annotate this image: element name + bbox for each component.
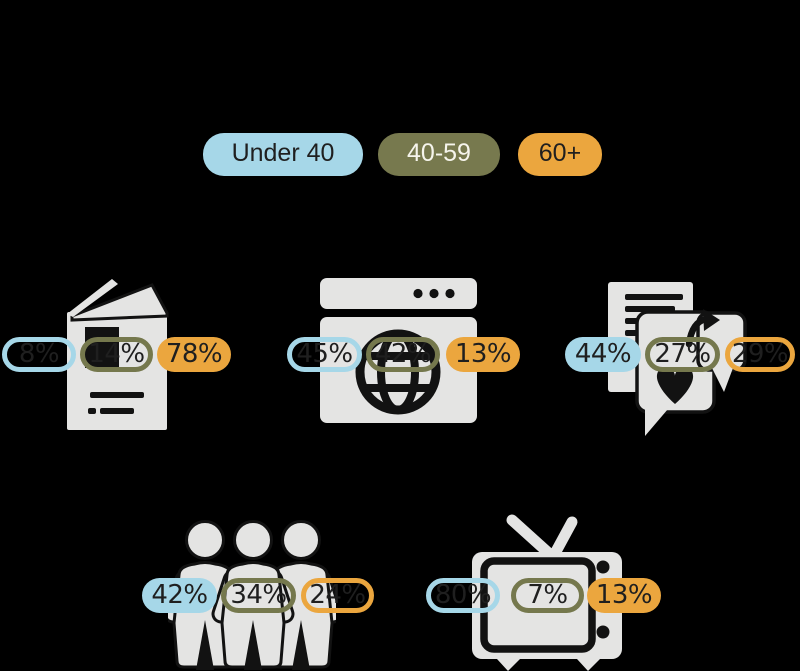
pill-tv-40-59: 7% bbox=[511, 578, 584, 613]
pill-value: 29% bbox=[731, 339, 789, 369]
pill-value: 44% bbox=[574, 339, 632, 369]
pill-print-40-59: 14% bbox=[80, 337, 153, 372]
pill-value: 27% bbox=[654, 339, 711, 369]
pill-people-under-40: 42% bbox=[142, 578, 217, 613]
pill-value: 13% bbox=[595, 580, 653, 610]
pill-website-40-59: 42% bbox=[366, 337, 440, 372]
pill-value: 78% bbox=[165, 339, 223, 369]
pill-people-60-plus: 24% bbox=[301, 578, 374, 613]
pill-social-under-40: 44% bbox=[565, 337, 641, 372]
legend-label-under-40: Under 40 bbox=[231, 139, 335, 167]
legend-pill-40-59: 40-59 bbox=[378, 133, 500, 176]
pill-print-under-40: 8% bbox=[2, 337, 76, 372]
legend-pill-60-plus: 60+ bbox=[518, 133, 602, 176]
pill-print-60-plus: 78% bbox=[157, 337, 231, 372]
pill-value: 8% bbox=[18, 339, 60, 369]
pill-value: 42% bbox=[151, 580, 208, 610]
pill-value: 7% bbox=[527, 580, 568, 610]
pill-social-60-plus: 29% bbox=[725, 337, 795, 372]
pill-value: 24% bbox=[309, 580, 366, 610]
legend-pill-under-40: Under 40 bbox=[203, 133, 363, 176]
pill-people-40-59: 34% bbox=[221, 578, 296, 613]
pill-social-40-59: 27% bbox=[645, 337, 720, 372]
legend-label-40-59: 40-59 bbox=[407, 139, 471, 167]
pill-website-under-40: 45% bbox=[287, 337, 362, 372]
pill-value: 34% bbox=[230, 580, 287, 610]
pill-value: 42% bbox=[374, 339, 432, 369]
pill-tv-under-40: 80% bbox=[426, 578, 500, 613]
pill-website-60-plus: 13% bbox=[446, 337, 520, 372]
pill-value: 80% bbox=[434, 580, 492, 610]
pill-value: 45% bbox=[296, 339, 353, 369]
legend-label-60-plus: 60+ bbox=[538, 139, 582, 167]
browser-globe-icon bbox=[320, 278, 477, 423]
pill-tv-60-plus: 13% bbox=[587, 578, 661, 613]
pill-value: 14% bbox=[88, 339, 145, 369]
pill-value: 13% bbox=[454, 339, 512, 369]
